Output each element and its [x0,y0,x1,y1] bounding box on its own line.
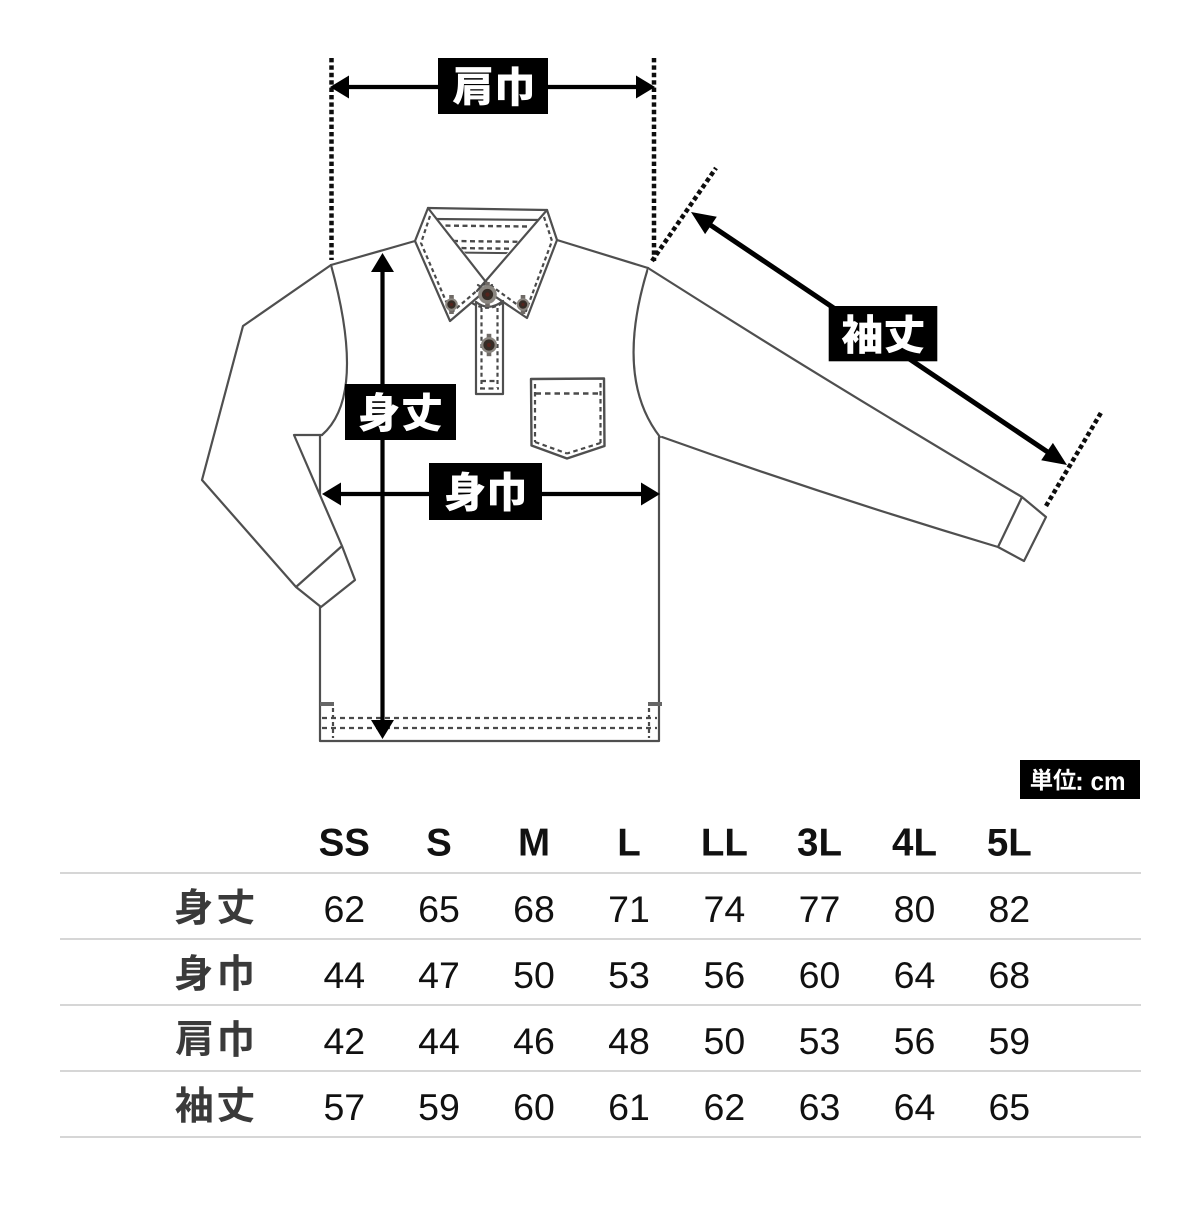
svg-text:71: 71 [608,888,650,930]
svg-text:59: 59 [418,1086,460,1128]
svg-text::: : [1075,766,1084,796]
svg-text:53: 53 [799,1020,841,1062]
svg-text:50: 50 [704,1020,746,1062]
svg-text:56: 56 [894,1020,936,1062]
svg-text:82: 82 [988,888,1030,930]
svg-text:SS: SS [319,822,370,865]
svg-text:57: 57 [323,1086,365,1128]
svg-text:62: 62 [704,1086,746,1128]
svg-text:53: 53 [608,954,650,996]
svg-text:48: 48 [608,1020,650,1062]
svg-text:46: 46 [513,1020,555,1062]
svg-text:77: 77 [799,888,841,930]
svg-text:80: 80 [894,888,936,930]
svg-text:56: 56 [704,954,746,996]
svg-text:68: 68 [513,888,555,930]
svg-text:42: 42 [323,1020,365,1062]
svg-text:62: 62 [323,888,365,930]
svg-text:44: 44 [323,954,365,996]
svg-text:65: 65 [988,1086,1030,1128]
svg-text:M: M [518,822,550,865]
svg-text:L: L [617,822,641,865]
svg-text:64: 64 [894,954,936,996]
svg-text:50: 50 [513,954,555,996]
svg-text:5L: 5L [987,822,1032,865]
svg-text:47: 47 [418,954,460,996]
svg-text:44: 44 [418,1020,460,1062]
svg-text:59: 59 [988,1020,1030,1062]
svg-text:60: 60 [799,954,841,996]
svg-text:74: 74 [704,888,746,930]
svg-text:68: 68 [988,954,1030,996]
svg-text:cm: cm [1091,766,1126,796]
svg-text:S: S [426,822,452,865]
svg-text:61: 61 [608,1086,650,1128]
svg-text:63: 63 [799,1086,841,1128]
svg-text:4L: 4L [892,822,937,865]
svg-text:60: 60 [513,1086,555,1128]
svg-text:3L: 3L [797,822,842,865]
svg-text:LL: LL [701,822,748,865]
svg-text:65: 65 [418,888,460,930]
svg-text:64: 64 [894,1086,936,1128]
